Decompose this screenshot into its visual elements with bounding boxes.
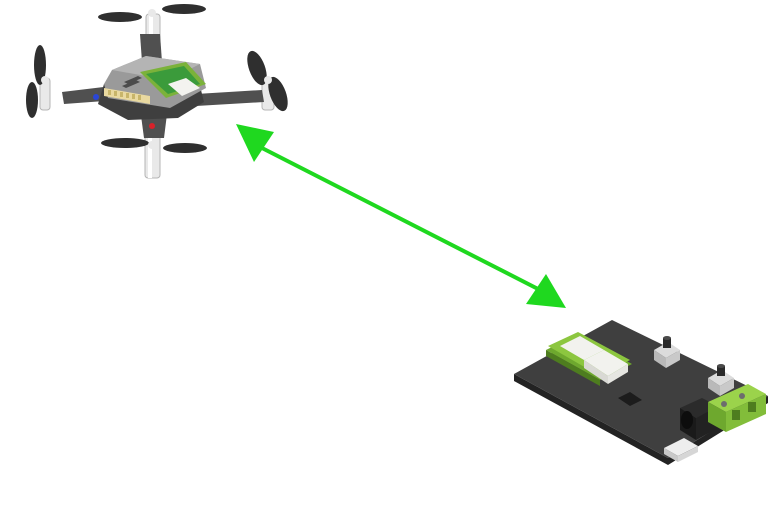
blue-led-icon [93,94,99,100]
terminal-block [708,384,766,432]
arrowhead-board-end [526,274,566,308]
ic-chip [618,392,642,406]
circuit-board-icon [514,320,768,465]
push-button-2 [708,364,734,396]
propeller-left [26,45,49,118]
drone-body [93,56,206,129]
push-button-1 [654,336,680,368]
propeller-top [98,4,206,22]
white-connector [664,438,698,462]
propeller-right [247,50,288,112]
arrowhead-drone-end [236,124,274,162]
wireless-link-arrow [236,124,566,308]
propeller-bottom [101,138,207,153]
motor-mount-bottom [144,131,161,179]
quadcopter-drone-icon [26,4,288,179]
radio-module [546,332,632,386]
link-line [260,146,542,292]
red-led-icon [149,123,155,129]
